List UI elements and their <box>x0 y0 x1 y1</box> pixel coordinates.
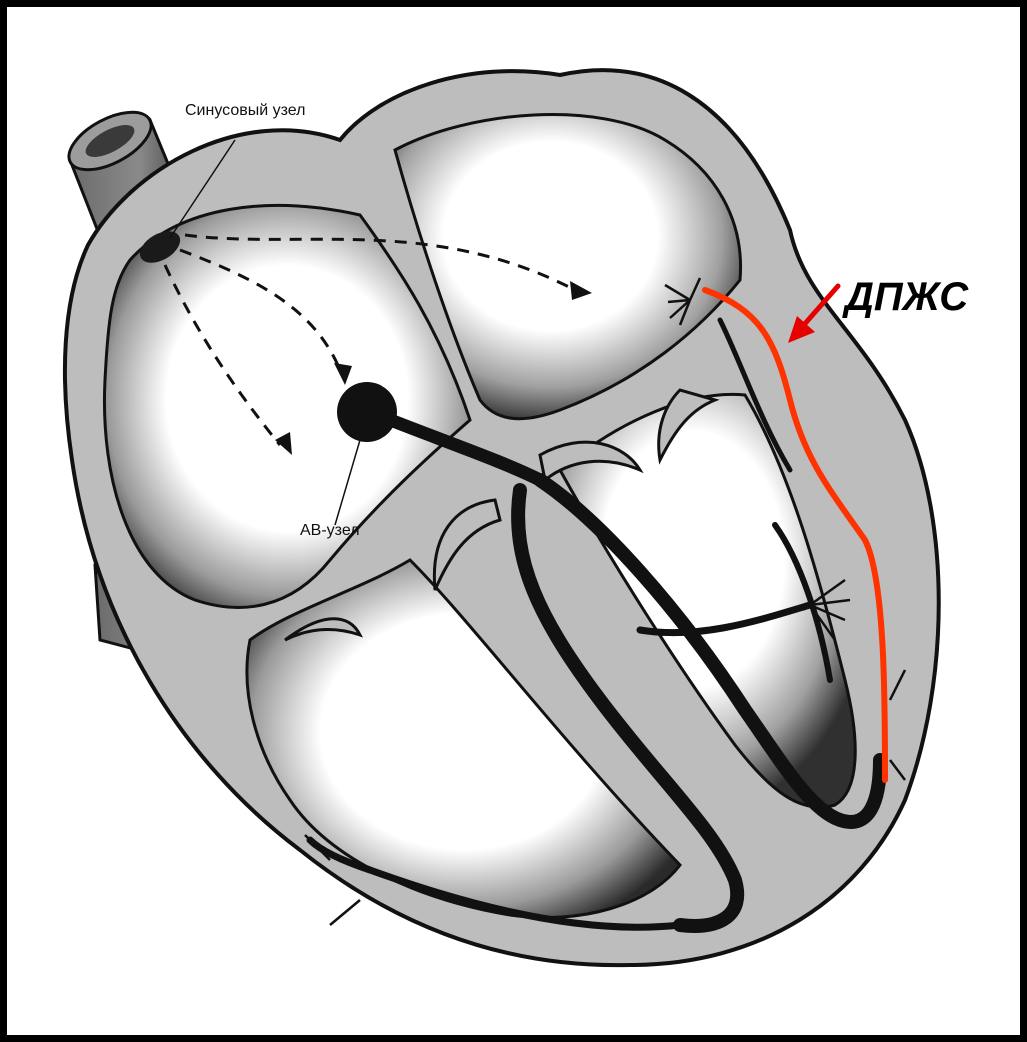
av-node-label: АВ-узел <box>300 522 360 539</box>
accessory-pathway-label: ДПЖС <box>842 275 969 319</box>
av-node <box>337 382 397 442</box>
sinus-node-label: Синусовый узел <box>185 102 305 119</box>
heart-illustration: Синусовый узел АВ-узел ДПЖС <box>7 7 1020 1035</box>
